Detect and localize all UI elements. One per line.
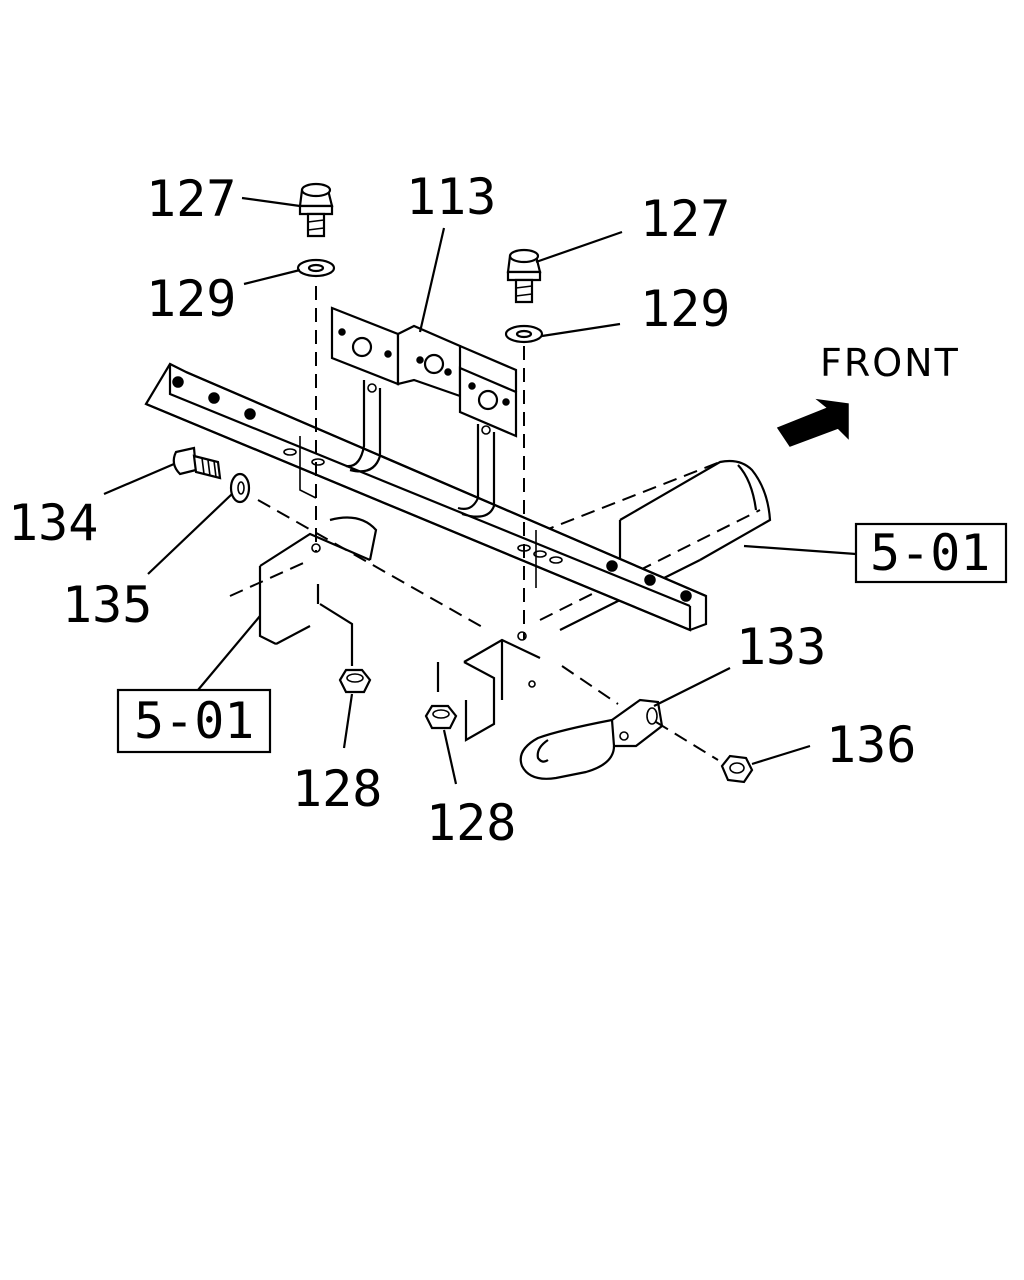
tow-hook-133 <box>519 698 664 780</box>
bolt-127-left <box>298 182 334 238</box>
ref-box-501-left <box>116 688 272 754</box>
frame-rail <box>519 459 772 631</box>
front-arrow <box>776 398 849 447</box>
callout-135: 135 <box>62 576 152 634</box>
callout-128-left: 128 <box>292 760 382 818</box>
washer-135 <box>229 472 251 504</box>
bolt-127-right <box>506 248 542 304</box>
lower-bracket-left <box>258 516 378 666</box>
callout-127-right: 127 <box>640 190 730 248</box>
callout-501-left: 5-01 <box>134 692 254 750</box>
bolt-134 <box>172 446 222 480</box>
ref-box-501-right <box>854 522 1008 584</box>
assembly-lines <box>229 286 719 761</box>
nut-128-right <box>424 704 458 730</box>
front-label: FRONT <box>820 341 960 385</box>
callout-136: 136 <box>826 716 916 774</box>
nut-128-left <box>338 668 372 694</box>
callout-501-right: 5-01 <box>870 524 990 582</box>
callout-127-left: 127 <box>146 170 236 228</box>
callout-129-right: 129 <box>640 280 730 338</box>
callout-133: 133 <box>736 618 826 676</box>
lower-bracket-right <box>436 631 541 742</box>
crossmember-bar <box>144 362 708 632</box>
callout-113: 113 <box>406 168 496 226</box>
washer-129-right <box>504 324 544 344</box>
washer-129-left <box>296 258 336 278</box>
callout-128-right: 128 <box>426 794 516 852</box>
bracket-113 <box>330 306 518 518</box>
callout-129-left: 129 <box>146 270 236 328</box>
nut-136 <box>720 754 754 784</box>
leader-lines <box>103 196 857 785</box>
callout-134: 134 <box>8 494 98 552</box>
